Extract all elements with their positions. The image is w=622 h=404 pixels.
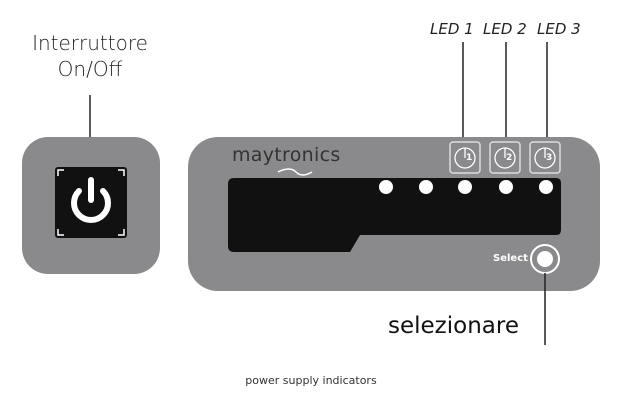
power-switch-label: Interruttore On/Off	[0, 30, 180, 82]
brand-logo: maytronics	[232, 144, 341, 166]
power-switch-label-line2: On/Off	[57, 57, 123, 81]
power-button[interactable]	[55, 167, 127, 238]
power-switch-label-line1: Interruttore	[32, 31, 148, 55]
indicator-light	[458, 180, 472, 194]
led1-label: LED 1	[430, 20, 474, 38]
indicator-light	[539, 180, 553, 194]
display-window	[228, 178, 561, 252]
indicator-light	[379, 180, 393, 194]
led2-box-number: 2	[506, 153, 513, 163]
led3-label: LED 3	[537, 20, 581, 38]
power-icon	[71, 177, 111, 224]
led2-label: LED 2	[483, 20, 527, 38]
led3-box	[529, 141, 561, 174]
led3-box-number: 3	[546, 153, 553, 163]
logo-wave	[277, 168, 313, 176]
indicator-lights	[379, 180, 553, 194]
indicator-light	[499, 180, 513, 194]
led2-box	[489, 141, 521, 174]
select-button-label: Select	[493, 253, 528, 264]
select-callout-label: selezionare	[388, 313, 519, 339]
led-boxes	[449, 141, 561, 174]
indicator-light	[419, 180, 433, 194]
led1-box	[449, 141, 481, 174]
led1-box-number: 1	[466, 153, 473, 163]
caption: power supply indicators	[245, 374, 377, 387]
